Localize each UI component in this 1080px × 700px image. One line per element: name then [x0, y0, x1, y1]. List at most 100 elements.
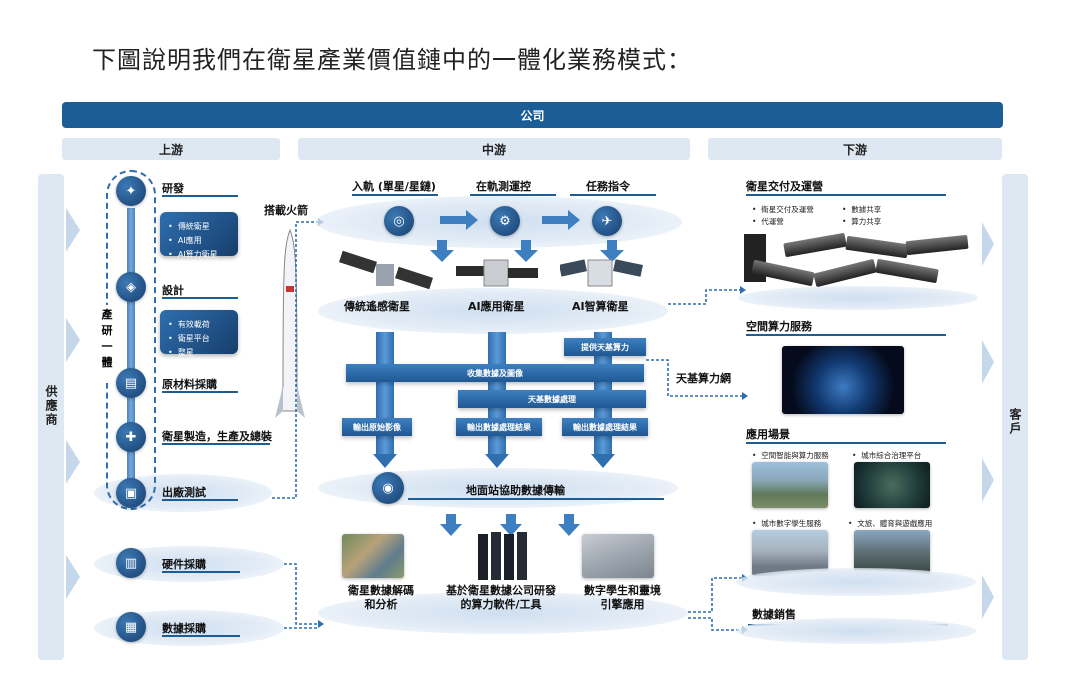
design-item: 整星: [177, 348, 194, 357]
chevron-icon: [66, 318, 80, 362]
delivery-oval: [738, 286, 978, 310]
ground-station-label: 地面站協助數據傳輸: [466, 484, 565, 497]
chevron-icon: [982, 340, 994, 384]
command-icon: ✈: [592, 206, 622, 236]
traditional-satellite-icon: [339, 250, 433, 290]
smart-city-image: [752, 462, 828, 508]
step-manufacturing: 衛星製造，生產及總裝: [162, 430, 272, 443]
procurement-hardware: 硬件採購: [162, 558, 206, 571]
customer-column: [1002, 174, 1028, 660]
output-processed: 輸出數據處理結果: [456, 418, 542, 436]
delivery-item: • 衛星交付及運營: [752, 205, 814, 214]
data-sales-title: 數據銷售: [752, 608, 796, 621]
integration-label: 產研一體: [101, 308, 113, 369]
arrow-down-icon: [500, 514, 522, 536]
chevron-icon: [982, 222, 994, 266]
chevron-icon: [66, 208, 80, 252]
upstream-flow-line: [127, 208, 135, 488]
space-compute-network-label: 天基算力網: [676, 372, 731, 385]
chevron-icon: [66, 555, 80, 599]
chevron-icon: [982, 575, 994, 619]
satellite-traditional: 傳統遙感衛星: [344, 300, 410, 313]
space-compute-service-title: 空間算力服務: [746, 320, 812, 333]
arrow-down-icon: [373, 454, 397, 468]
processing-bar: 天基數據處理: [458, 390, 646, 408]
midstream-header: 中游: [298, 138, 690, 160]
ai-compute-satellite-icon: [560, 259, 643, 287]
phase-control: 在軌測運控: [476, 180, 531, 193]
delivery-item: • 數據共享: [842, 205, 882, 214]
test-icon: ▣: [116, 478, 146, 508]
delivery-item: • 代運營: [752, 217, 784, 226]
customer-label: 客戶: [1008, 408, 1022, 436]
output-raw: 輸出原始影像: [342, 418, 412, 436]
satellite-design-icon: ◈: [116, 272, 146, 302]
scenario-item: • 城市數字孿生服務: [752, 519, 822, 528]
product-software: 基於衛星數據公司研發 的算力軟件/工具: [446, 584, 556, 611]
collect-bar: 收集數據及圖像: [346, 364, 644, 382]
supplier-label: 供應商: [44, 385, 58, 427]
step-research: 研發: [162, 182, 184, 195]
governance-platform-image: [854, 462, 930, 508]
supplier-column: [38, 174, 64, 660]
rocket-label: 搭載火箭: [264, 204, 308, 217]
data-sales-oval: [736, 618, 976, 644]
satellites-oval: [318, 288, 668, 334]
scenarios-oval: [736, 568, 976, 596]
satellite-ai-compute: AI智算衛星: [572, 300, 629, 313]
arrow-down-icon: [558, 514, 580, 536]
decoding-image: [342, 534, 404, 578]
procurement-data: 數據採購: [162, 622, 206, 635]
phase-command: 任務指令: [586, 180, 630, 193]
page-title: 下圖說明我們在衛星產業價值鏈中的一體化業務模式：: [92, 46, 692, 74]
chevron-icon: [66, 440, 80, 484]
scenario-item: • 空間智能與算力服務: [752, 451, 829, 460]
scenario-item: • 城市綜合治理平台: [852, 451, 922, 460]
arrow-down-icon: [440, 514, 462, 536]
scenario-item: • 文旅、體育與遊戲應用: [848, 519, 933, 528]
city-model-image: [582, 534, 654, 578]
product-decoding: 衛星數據解碼 和分析: [348, 584, 414, 611]
design-card: • 有效載荷 • 衛星平台 • 整星: [160, 310, 238, 357]
control-icon: ⚙: [490, 206, 520, 236]
orbit-icon: ◎: [384, 206, 414, 236]
delivery-item: • 算力共享: [842, 217, 882, 226]
phase-orbit: 入軌 (單星/星鏈): [352, 180, 436, 193]
output-processed-compute: 輸出數據處理結果: [562, 418, 648, 436]
research-item: 傳統衛星: [177, 222, 210, 231]
step-testing: 出廠測試: [162, 486, 206, 499]
ai-application-satellite-icon: [456, 259, 538, 287]
step-procurement: 原材料採購: [162, 378, 217, 391]
delivery-title: 衛星交付及運營: [746, 180, 823, 193]
server-rack-icon: [478, 530, 536, 580]
product-digital-twin: 數字學生和靈境 引擎應用: [584, 584, 661, 611]
data-icon: ▦: [116, 612, 146, 642]
ground-station-icon: ◉: [372, 472, 404, 504]
research-item: AI算力衛星: [177, 250, 218, 259]
earth-network-image: [782, 346, 904, 414]
arrow-down-icon: [591, 454, 615, 468]
step-design: 設計: [162, 284, 184, 297]
satellite-ai-application: AI應用衛星: [468, 300, 525, 313]
tools-icon: ✚: [116, 422, 146, 452]
research-card: • 傳統衛星 • AI應用 • AI算力衛星: [160, 212, 238, 259]
arrow-down-icon: [514, 240, 538, 262]
hardware-icon: ▥: [116, 548, 146, 578]
flow-raw: [376, 332, 394, 456]
research-item: AI應用: [177, 236, 202, 245]
arrow-right-icon: [440, 210, 478, 230]
provide-compute-bar: 提供天基算力: [564, 338, 646, 356]
chevron-icon: [982, 458, 994, 502]
arrow-down-icon: [600, 240, 624, 262]
design-item: 衛星平台: [177, 334, 210, 343]
downstream-header: 下游: [708, 138, 1002, 160]
document-icon: ▤: [116, 368, 146, 398]
upstream-header: 上游: [62, 138, 280, 160]
scenarios-title: 應用場景: [746, 428, 790, 441]
satellite-research-icon: ✦: [116, 176, 146, 206]
company-bar: 公司: [62, 102, 1003, 128]
arrow-down-icon: [430, 240, 454, 262]
design-item: 有效載荷: [177, 320, 210, 329]
arrow-right-icon: [542, 210, 580, 230]
